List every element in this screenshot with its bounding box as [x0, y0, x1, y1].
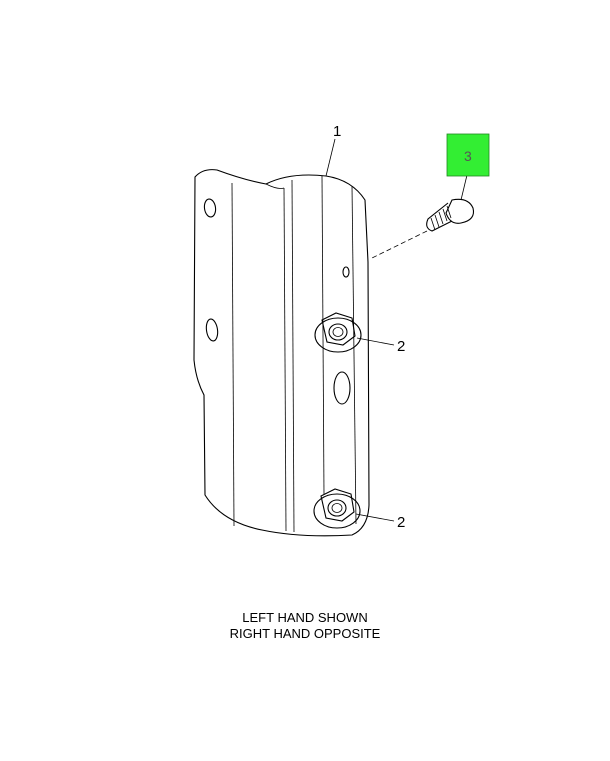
callout-2-upper: 2	[397, 338, 405, 355]
callout-3[interactable]: 3	[464, 148, 472, 164]
caption-line-2: RIGHT HAND OPPOSITE	[229, 626, 381, 641]
callout-1: 1	[333, 123, 341, 140]
leader-line-3	[460, 174, 468, 201]
assembly-axis-line	[371, 230, 428, 259]
caption-line-1: LEFT HAND SHOWN	[242, 610, 368, 625]
leader-line-2-upper	[356, 337, 395, 346]
caption: LEFT HAND SHOWN RIGHT HAND OPPOSITE	[0, 610, 610, 642]
bolt	[426, 198, 475, 232]
highlight-box-part-3[interactable]	[446, 133, 490, 177]
callout-2-lower: 2	[397, 514, 405, 531]
leader-line-2-lower	[355, 513, 395, 522]
leader-line-1	[325, 138, 336, 177]
flange-nut-upper	[314, 312, 362, 353]
bracket-plate	[193, 169, 370, 537]
flange-nut-lower	[313, 488, 361, 529]
